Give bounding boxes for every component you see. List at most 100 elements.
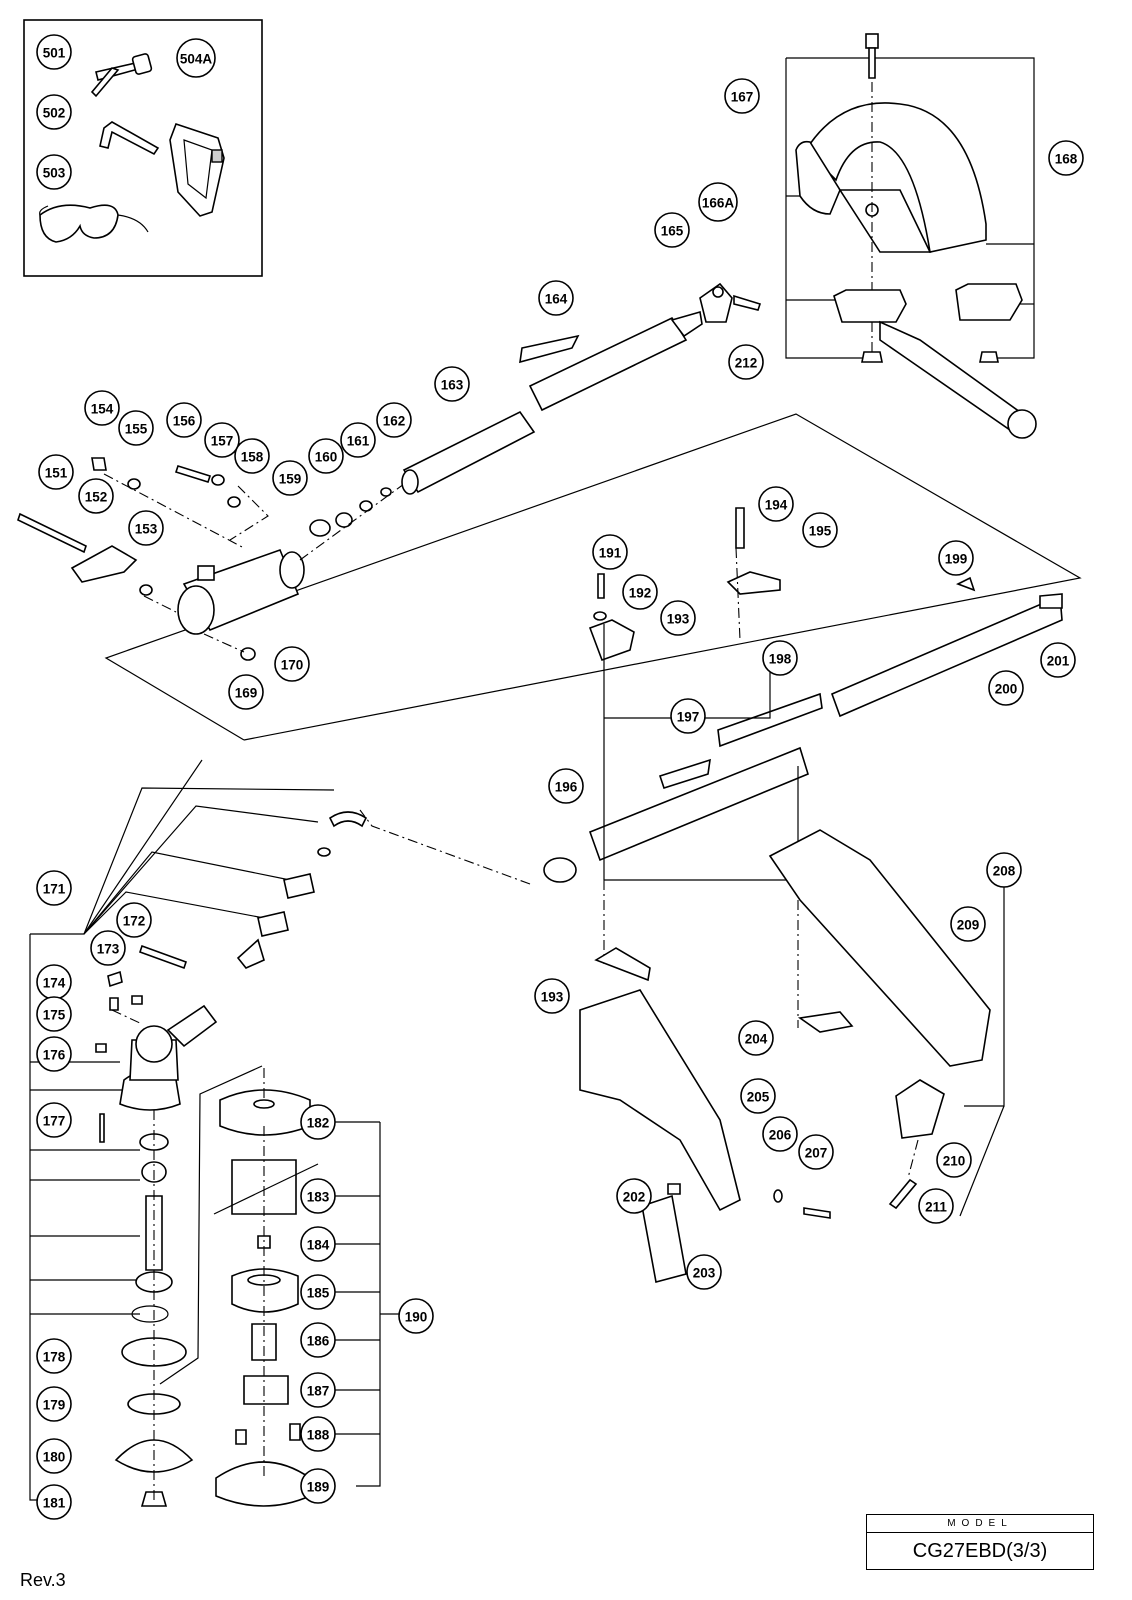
callout-197: 197 (670, 698, 706, 734)
callout-161: 161 (340, 422, 376, 458)
callout-183: 183 (300, 1178, 336, 1214)
callout-circle (986, 852, 1022, 888)
callout-circle (116, 902, 152, 938)
callout-195: 195 (802, 512, 838, 548)
callout-circle (84, 390, 120, 426)
callout-label: 206 (769, 1128, 792, 1143)
callout-circle (762, 1116, 798, 1152)
callout-circle (398, 1298, 434, 1334)
callout-circle (1048, 140, 1084, 176)
callout-label: 194 (765, 498, 788, 513)
callout-152: 152 (78, 478, 114, 514)
callout-circle (762, 640, 798, 676)
callout-circle (36, 154, 72, 190)
callout-label: 167 (731, 90, 754, 105)
callout-label: 192 (629, 586, 652, 601)
callout-circle (548, 768, 584, 804)
callout-179: 179 (36, 1386, 72, 1422)
callout-circle (592, 534, 628, 570)
callout-circle (90, 930, 126, 966)
callout-label: 153 (135, 522, 158, 537)
callout-circle (38, 454, 74, 490)
safety-glasses-part (39, 204, 149, 243)
callout-label: 180 (43, 1450, 66, 1465)
callout-502: 502 (36, 94, 72, 130)
callout-label: 182 (307, 1116, 330, 1131)
callout-204: 204 (738, 1020, 774, 1056)
callout-circle (274, 646, 310, 682)
callout-label: 171 (43, 882, 66, 897)
callout-label: 191 (599, 546, 622, 561)
callout-163: 163 (434, 366, 470, 402)
callout-label: 200 (995, 682, 1018, 697)
callout-circle (36, 1484, 72, 1520)
callout-label: 172 (123, 914, 146, 929)
accessory-box (23, 19, 263, 277)
callout-circle (1040, 642, 1076, 678)
callout-label: 159 (279, 472, 302, 487)
callout-175: 175 (36, 996, 72, 1032)
callout-label: 170 (281, 658, 304, 673)
callout-label: 186 (307, 1334, 330, 1349)
callout-191: 191 (592, 534, 628, 570)
callout-circle (738, 1020, 774, 1056)
callout-205: 205 (740, 1078, 776, 1114)
callout-label: 195 (809, 524, 832, 539)
callout-178: 178 (36, 1338, 72, 1374)
callout-label: 162 (383, 414, 406, 429)
callout-circle (802, 512, 838, 548)
callout-circle (938, 540, 974, 576)
callout-label: 501 (43, 46, 66, 61)
callout-188: 188 (300, 1416, 336, 1452)
callout-182: 182 (300, 1104, 336, 1140)
callout-circle (36, 34, 72, 70)
callout-circle (918, 1188, 954, 1224)
callout-173: 173 (90, 930, 126, 966)
callout-170: 170 (274, 646, 310, 682)
callout-circle (36, 996, 72, 1032)
callout-501: 501 (36, 34, 72, 70)
callout-label: 203 (693, 1266, 716, 1281)
callout-circle (660, 600, 696, 636)
model-name: CG27EBD(3/3) (912, 1540, 1048, 1562)
callout-180: 180 (36, 1438, 72, 1474)
callout-label: 212 (735, 356, 758, 371)
callout-186: 186 (300, 1322, 336, 1358)
callout-label: 175 (43, 1008, 66, 1023)
callout-187: 187 (300, 1372, 336, 1408)
callout-177: 177 (36, 1102, 72, 1138)
spool-part (213, 1089, 319, 1507)
callout-193: 193 (534, 978, 570, 1014)
callout-label: 151 (45, 466, 68, 481)
callout-label: 156 (173, 414, 196, 429)
callout-circle (376, 402, 412, 438)
callout-circle (728, 344, 764, 380)
callout-label: 160 (315, 450, 338, 465)
callout-185: 185 (300, 1274, 336, 1310)
callout-circle (36, 1036, 72, 1072)
callout-158: 158 (234, 438, 270, 474)
callout-164: 164 (538, 280, 574, 316)
callout-label: 157 (211, 434, 234, 449)
callout-label: 177 (43, 1114, 66, 1129)
callout-circle (78, 478, 114, 514)
callout-circle (308, 438, 344, 474)
callout-circle (36, 1438, 72, 1474)
callout-153: 153 (128, 510, 164, 546)
callout-label: 155 (125, 422, 148, 437)
callout-label: 208 (993, 864, 1016, 879)
callout-circle (300, 1468, 336, 1504)
callout-label: 189 (307, 1480, 330, 1495)
callout-504A: 504A (176, 38, 216, 78)
callout-circle (300, 1416, 336, 1452)
callout-label: 174 (43, 976, 66, 991)
callout-circle (166, 402, 202, 438)
callout-label: 185 (307, 1286, 330, 1301)
callout-211: 211 (918, 1188, 954, 1224)
callout-label: 211 (925, 1200, 947, 1215)
callout-label: 193 (541, 990, 564, 1005)
callout-label: 165 (661, 224, 684, 239)
callout-181: 181 (36, 1484, 72, 1520)
callout-155: 155 (118, 410, 154, 446)
callout-label: 210 (943, 1154, 966, 1169)
